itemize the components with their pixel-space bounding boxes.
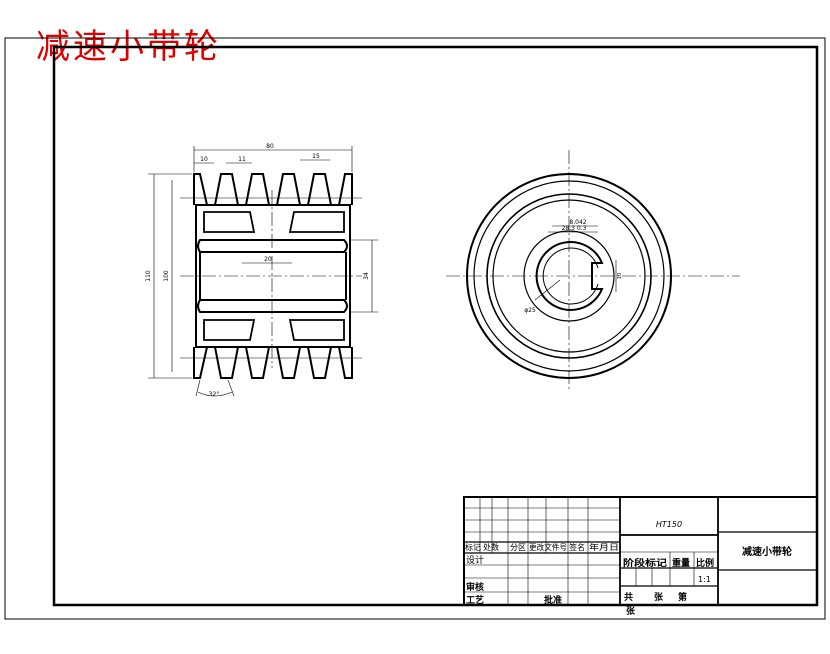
- dim-small-v: 10: [617, 273, 623, 279]
- scale-value: 1:1: [698, 575, 711, 584]
- part-name-label: 减速小带轮: [742, 545, 792, 558]
- dim-bore-dia: φ25: [524, 307, 536, 314]
- title-block-text: HT150 减速小带轮 标记 处数 分区 更改文件号 签名 年月日 设计 审核 …: [465, 520, 792, 617]
- sheet-unit-label: 张: [626, 605, 636, 617]
- material-label: HT150: [656, 520, 682, 529]
- process-label: 工艺: [466, 594, 484, 606]
- dimension-labels: 80 10 11 15 20 34 110 100 32° 8.042 28.3…: [145, 143, 623, 398]
- header-cell-date: 年月日: [589, 542, 619, 552]
- dim-groove-c: 15: [312, 153, 320, 160]
- header-cell-count: 处数: [483, 542, 499, 552]
- dim-dia-b: 100: [163, 270, 170, 282]
- scale-label: 比例: [696, 557, 714, 569]
- approve-label: 批准: [544, 594, 562, 606]
- sheets-label: 张: [654, 591, 664, 603]
- outer-border: [4, 37, 826, 620]
- header-cell-change-doc: 更改文件号: [529, 542, 567, 552]
- design-label: 设计: [466, 554, 484, 566]
- dim-keyway-width: 8.042: [569, 219, 586, 226]
- weight-label: 重量: [672, 557, 690, 569]
- dim-width-total: 80: [266, 143, 274, 150]
- review-label: 审核: [466, 581, 484, 593]
- inner-frame: [52, 45, 819, 607]
- dim-groove-a: 10: [200, 156, 208, 163]
- dim-angle: 32°: [209, 391, 220, 398]
- header-cell-zone: 分区: [510, 543, 526, 552]
- dim-bore-length: 34: [363, 272, 370, 280]
- side-view: [446, 150, 740, 392]
- dim-hub: 20: [264, 256, 272, 263]
- total-label: 共: [624, 591, 633, 603]
- dim-dia-a: 110: [145, 270, 152, 282]
- title-block-lines: [463, 496, 818, 606]
- dim-keyway-depth: 28.3 0.3: [562, 225, 587, 232]
- header-cell-mark: 标记: [465, 542, 481, 552]
- dim-groove-pitch: 11: [238, 156, 246, 163]
- stage-mark-label: 阶段标记: [623, 557, 667, 569]
- sheet-no-label: 第: [678, 591, 687, 603]
- header-cell-signature: 签名: [569, 542, 585, 552]
- section-view: [148, 146, 378, 397]
